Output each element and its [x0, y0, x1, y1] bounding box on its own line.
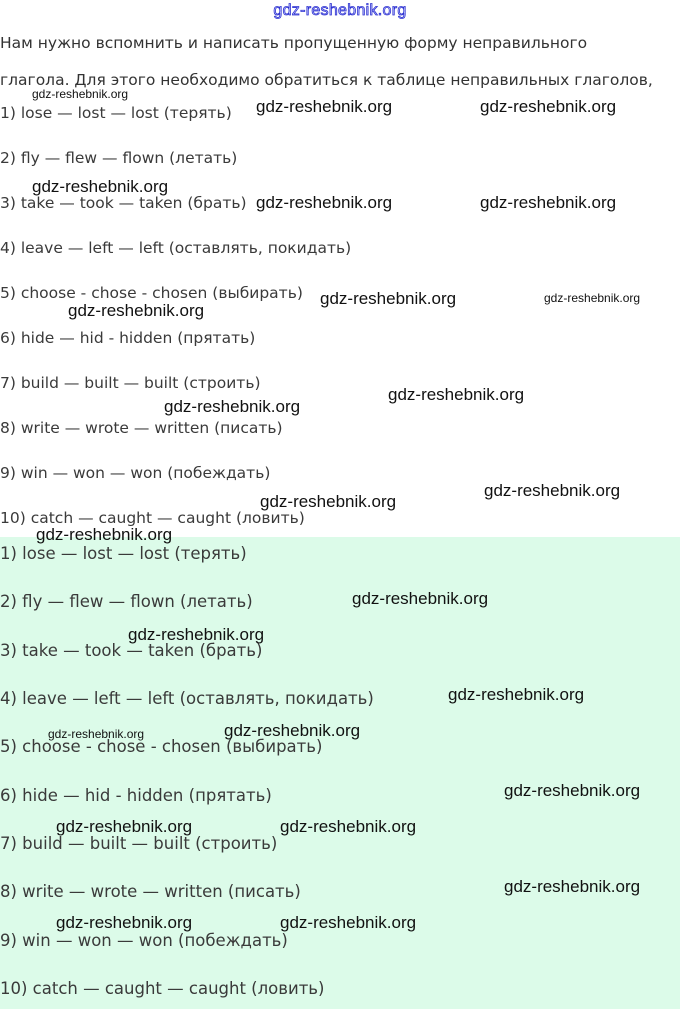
list-item: 8) write — wrote — written (писать)	[0, 882, 301, 901]
watermark: gdz-reshebnik.org	[32, 87, 129, 101]
watermark: gdz-reshebnik.org	[36, 525, 173, 544]
list-item: 10) catch — caught — caught (ловить)	[0, 979, 325, 998]
list-item: 10) catch — caught — caught (ловить)	[0, 509, 305, 527]
watermark: gdz-reshebnik.org	[260, 492, 397, 511]
watermark: gdz-reshebnik.org	[48, 727, 145, 741]
list-item: 5) choose - chose - chosen (выбирать)	[0, 737, 323, 756]
list-item: 5) choose - chose - chosen (выбирать)	[0, 284, 303, 302]
list-item: 3) take — took — taken (брать)	[0, 641, 263, 660]
watermark: gdz-reshebnik.org	[320, 289, 457, 308]
intro-line-1: Нам нужно вспомнить и написать пропущенн…	[0, 34, 588, 52]
list-item: 7) build — built — built (строить)	[0, 834, 278, 853]
watermark: gdz-reshebnik.org	[68, 301, 205, 320]
watermark: gdz-reshebnik.org	[164, 397, 301, 416]
list-item: 9) win — won — won (побеждать)	[0, 931, 288, 950]
watermark: gdz-reshebnik.org	[448, 685, 585, 704]
watermark: gdz-reshebnik.org	[256, 97, 393, 116]
list-item: 2) fly — flew — flown (летать)	[0, 592, 253, 611]
watermark: gdz-reshebnik.org	[504, 781, 641, 800]
watermark: gdz-reshebnik.org	[128, 625, 265, 644]
watermark: gdz-reshebnik.org	[280, 913, 417, 932]
list-item: 1) lose — lost — lost (терять)	[0, 104, 232, 122]
list-item: 7) build — built — built (строить)	[0, 374, 261, 392]
watermark: gdz-reshebnik.org	[352, 589, 489, 608]
watermark: gdz-reshebnik.org	[224, 721, 361, 740]
list-item: 4) leave — left — left (оставлять, покид…	[0, 689, 374, 708]
list-item: 3) take — took — taken (брать)	[0, 194, 247, 212]
list-item: 9) win — won — won (побеждать)	[0, 464, 271, 482]
site-watermark-header: gdz-reshebnik.org	[273, 2, 407, 20]
watermark: gdz-reshebnik.org	[256, 193, 393, 212]
answer-box-highlighted	[0, 537, 680, 1009]
watermark: gdz-reshebnik.org	[480, 193, 617, 212]
watermark: gdz-reshebnik.org	[504, 877, 641, 896]
watermark: gdz-reshebnik.org	[484, 481, 621, 500]
intro-line-2: глагола. Для этого необходимо обратиться…	[0, 71, 653, 89]
list-item: 6) hide — hid - hidden (прятать)	[0, 329, 256, 347]
list-item: 8) write — wrote — written (писать)	[0, 419, 283, 437]
list-item: 4) leave — left — left (оставлять, покид…	[0, 239, 352, 257]
watermark: gdz-reshebnik.org	[388, 385, 525, 404]
list-item: 6) hide — hid - hidden (прятать)	[0, 786, 272, 805]
watermark: gdz-reshebnik.org	[56, 817, 193, 836]
watermark: gdz-reshebnik.org	[56, 913, 193, 932]
watermark: gdz-reshebnik.org	[32, 177, 169, 196]
watermark: gdz-reshebnik.org	[480, 97, 617, 116]
list-item: 1) lose — lost — lost (терять)	[0, 544, 247, 563]
watermark: gdz-reshebnik.org	[280, 817, 417, 836]
watermark: gdz-reshebnik.org	[544, 291, 641, 305]
list-item: 2) fly — flew — flown (летать)	[0, 149, 238, 167]
